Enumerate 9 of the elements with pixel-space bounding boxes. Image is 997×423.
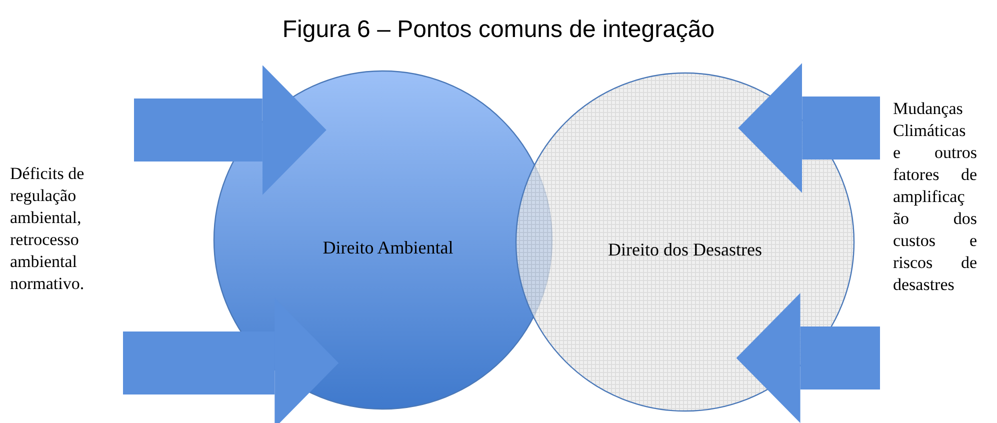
side-note: Déficits de regulação ambiental, retrocesso ambiental normativo. (10, 163, 86, 295)
circle-label: Direito Ambiental (322, 236, 454, 260)
block-arrow (738, 63, 880, 193)
block-arrow (736, 293, 880, 423)
figure-title: Figura 6 – Pontos comuns de integração (281, 15, 716, 45)
block-arrow (134, 65, 326, 195)
side-note: Mudanças Climáticas e outros fatores de amplificaç ão dos custos e riscos de desastres (893, 98, 977, 296)
circle (515, 72, 855, 412)
circle-label: Direito dos Desastres (608, 238, 762, 262)
